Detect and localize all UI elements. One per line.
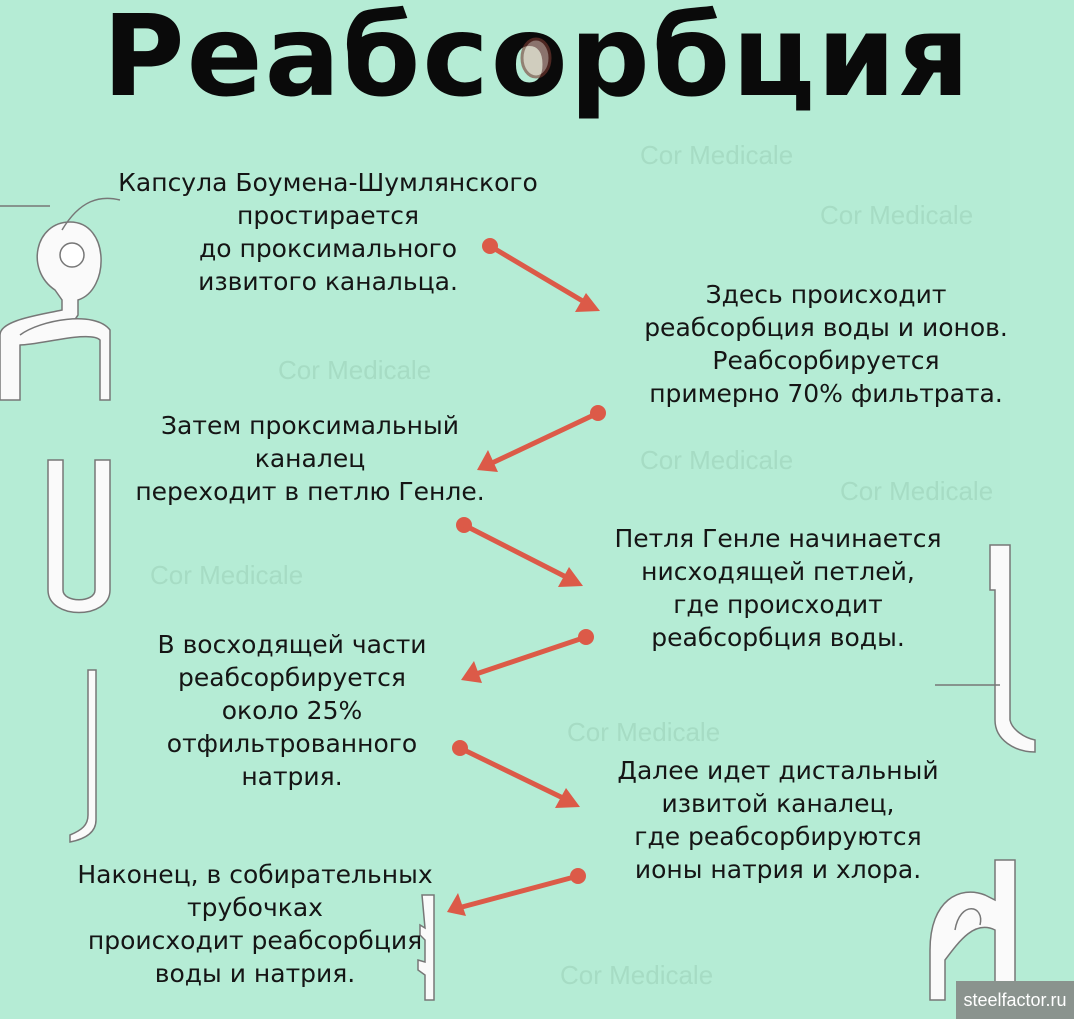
text-line: примерно 70% фильтрата.	[649, 379, 1003, 408]
text-line: нисходящей петлей,	[641, 557, 915, 586]
collecting-duct-sketch	[417, 894, 435, 1001]
text-line: Далее идет дистальный	[617, 756, 939, 785]
proximal-loop-sketch	[47, 459, 111, 614]
text-line: реабсорбция воды.	[651, 623, 905, 652]
text-line: около 25%	[221, 696, 363, 725]
text-line: реабсорбция воды и ионов.	[644, 313, 1008, 342]
arrow	[456, 517, 583, 587]
arrow	[482, 238, 600, 312]
text-line: трубочках	[187, 893, 323, 922]
text-line: Капсула Боумена-Шумлянского	[118, 168, 538, 197]
text-line: каналец	[254, 444, 366, 473]
watermark: Cor Medicale	[640, 140, 794, 170]
text-line: реабсорбируется	[178, 663, 406, 692]
arrow	[477, 405, 606, 472]
text-line: извитой каналец,	[661, 789, 895, 818]
text-line: Наконец, в собирательных	[77, 860, 433, 889]
watermark: Cor Medicale	[560, 960, 714, 990]
text-line: где реабсорбируются	[634, 822, 922, 851]
text-line: В восходящей части	[157, 630, 427, 659]
text-line: извитого канальца.	[198, 267, 458, 296]
source-credit: steelfactor.ru	[956, 981, 1074, 1019]
ascending-limb-sketch	[69, 669, 97, 843]
watermark: Cor Medicale	[640, 445, 794, 475]
watermark: Cor Medicale	[840, 476, 994, 506]
step-4-text: Петля Генле начинается нисходящей петлей…	[614, 522, 941, 654]
step-2-text: Здесь происходит реабсорбция воды и ионо…	[644, 278, 1008, 410]
step-5-text: В восходящей части реабсорбируется около…	[157, 628, 426, 793]
descending-limb-sketch	[935, 544, 1036, 753]
text-line: происходит реабсорбция	[87, 926, 423, 955]
text-line: простирается	[237, 201, 419, 230]
text-line: отфильтрованного	[166, 729, 418, 758]
watermark: Cor Medicale	[567, 717, 721, 747]
text-line: Петля Генле начинается	[614, 524, 942, 553]
text-line: ионы натрия и хлора.	[634, 855, 922, 884]
arrow	[452, 740, 580, 808]
step-1-text: Капсула Боумена-Шумлянского простирается…	[118, 166, 538, 298]
text-line: натрия.	[241, 762, 343, 791]
watermark: Cor Medicale	[150, 560, 304, 590]
step-3-text: Затем проксимальный каналец переходит в …	[135, 409, 484, 508]
step-7-text: Наконец, в собирательных трубочках проис…	[77, 858, 432, 990]
text-line: Реабсорбируется	[712, 346, 940, 375]
bowman-capsule-sketch	[0, 197, 121, 401]
distal-tubule-sketch	[929, 859, 1016, 1001]
arrow	[461, 629, 594, 683]
medbooks-logo	[520, 37, 552, 79]
watermark: Cor Medicale	[278, 355, 432, 385]
text-line: воды и натрия.	[154, 959, 356, 988]
text-line: переходит в петлю Генле.	[135, 477, 485, 506]
text-line: Затем проксимальный	[161, 411, 459, 440]
arrow	[447, 868, 586, 916]
watermark: Cor Medicale	[820, 200, 974, 230]
text-line: до проксимального	[198, 234, 458, 263]
step-6-text: Далее идет дистальный извитой каналец, г…	[617, 754, 938, 886]
text-line: где происходит	[673, 590, 883, 619]
text-line: Здесь происходит	[705, 280, 947, 309]
